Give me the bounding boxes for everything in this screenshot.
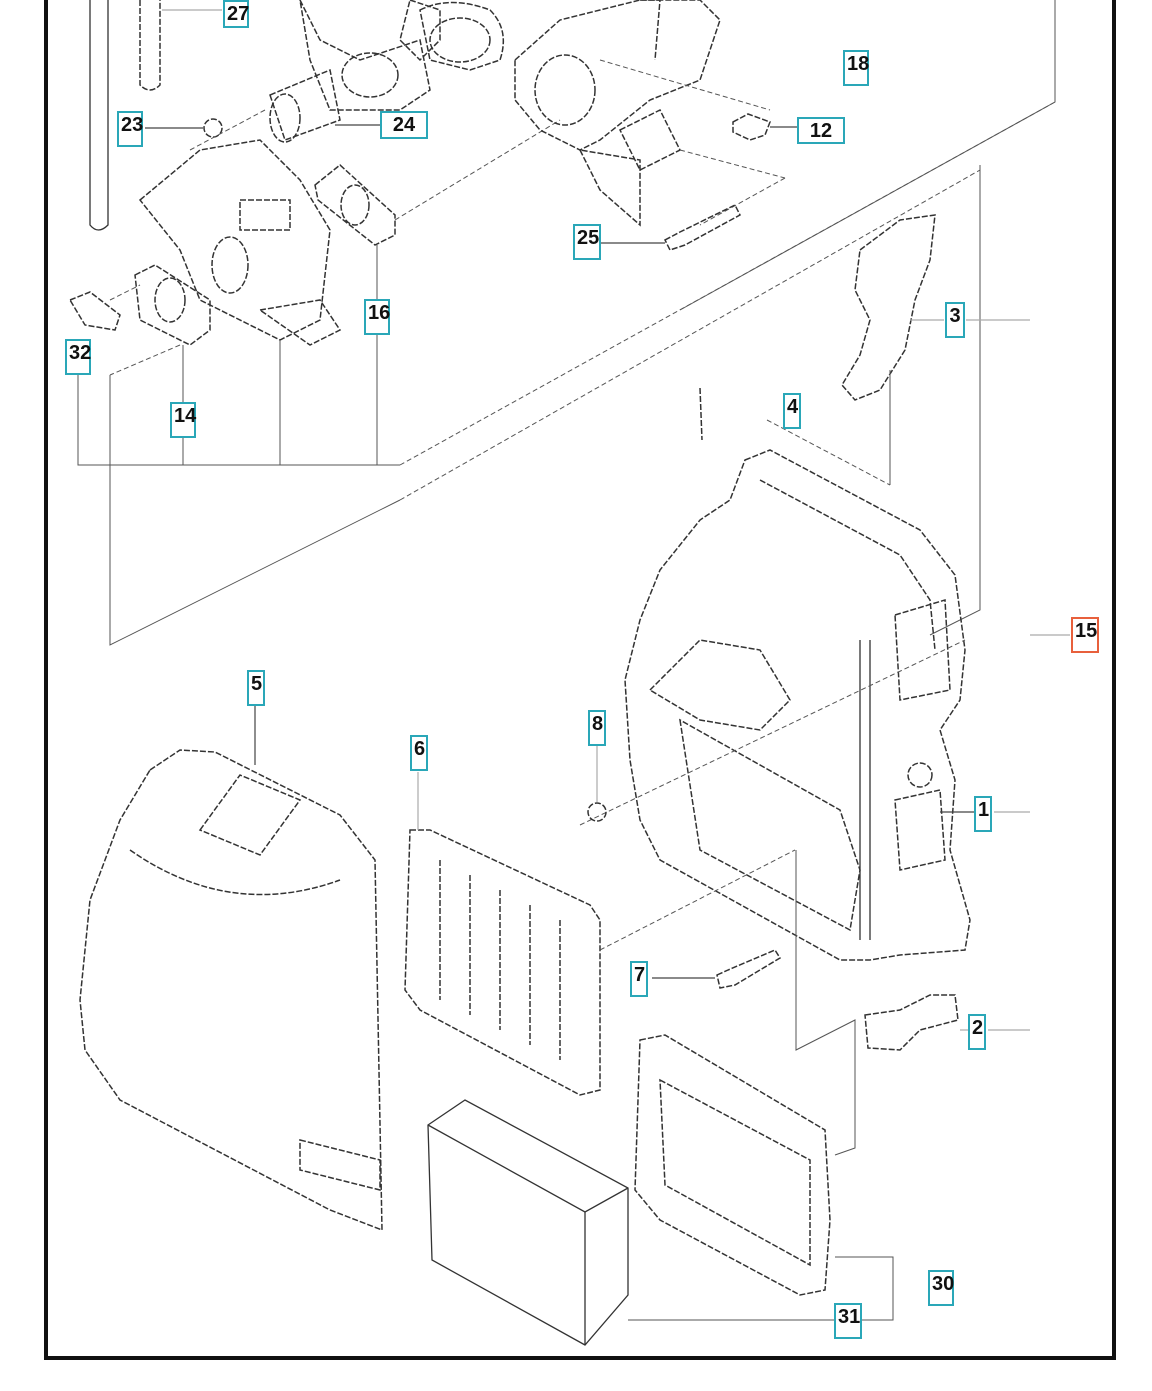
gasket-14: [134, 264, 211, 346]
callout-8[interactable]: 8: [588, 710, 606, 746]
nut-23: [203, 118, 223, 138]
screw-25: [664, 203, 741, 251]
callout-16[interactable]: 16: [364, 299, 390, 335]
callout-31[interactable]: 31: [834, 1303, 862, 1339]
air-filter-housing: [624, 449, 971, 961]
latch-2: [864, 994, 959, 1051]
callout-7[interactable]: 7: [630, 961, 648, 997]
callout-27[interactable]: 27: [223, 0, 249, 28]
callout-3[interactable]: 3: [945, 302, 965, 338]
callout-15[interactable]: 15: [1071, 617, 1099, 653]
callout-2[interactable]: 2: [968, 1014, 986, 1050]
filter-foam: [427, 1099, 629, 1346]
callout-24[interactable]: 24: [380, 111, 428, 139]
callout-5[interactable]: 5: [247, 670, 265, 706]
fuel-pipe: [89, 0, 161, 231]
callout-4[interactable]: 4: [783, 393, 801, 429]
insulator-sleeve: [269, 68, 341, 143]
bracket-3: [841, 214, 936, 401]
filter-grid: [404, 829, 601, 1096]
gasket-16: [314, 164, 396, 246]
screw-7: [716, 949, 782, 989]
callout-6[interactable]: 6: [410, 735, 428, 771]
nut-12: [732, 113, 771, 141]
callout-30[interactable]: 30: [928, 1270, 954, 1306]
callout-23[interactable]: 23: [117, 111, 143, 147]
nut-8: [587, 802, 607, 822]
air-filter-cover: [79, 749, 383, 1232]
callout-14[interactable]: 14: [170, 402, 196, 438]
carburetor: [138, 139, 342, 346]
callout-18[interactable]: 18: [843, 50, 869, 86]
gasket-32: [68, 291, 121, 331]
callout-25[interactable]: 25: [573, 224, 601, 260]
intake-manifold: [299, 0, 505, 111]
callout-1[interactable]: 1: [974, 796, 992, 832]
air-filter: [634, 1034, 831, 1296]
callout-32[interactable]: 32: [65, 339, 91, 375]
carburetor-housing: [514, 0, 721, 227]
callout-12[interactable]: 12: [797, 117, 845, 144]
